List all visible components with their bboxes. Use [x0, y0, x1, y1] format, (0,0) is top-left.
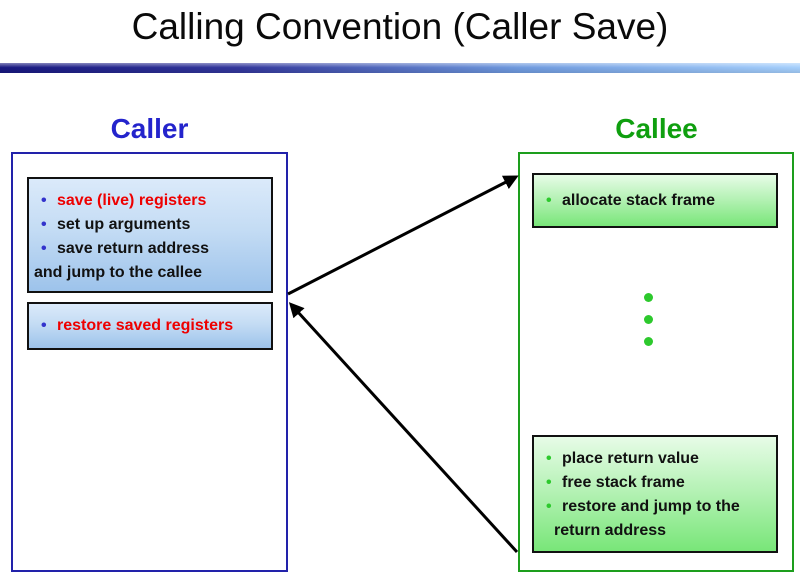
- ellipsis-dot-icon: [644, 337, 653, 346]
- return-arrow: [288, 302, 519, 554]
- callee-allocate-box: • allocate stack frame: [532, 173, 778, 228]
- ellipsis-dot-icon: [644, 293, 653, 302]
- ellipsis-dot-icon: [644, 315, 653, 324]
- step-line-continuation: and jump to the callee: [34, 261, 267, 285]
- step-text: free stack frame: [562, 474, 685, 491]
- step-line-continuation: return address: [554, 519, 774, 543]
- caller-restore-box: • restore saved registers: [27, 302, 273, 350]
- step-text: restore saved registers: [57, 317, 234, 334]
- step-text: and jump to the callee: [34, 264, 203, 281]
- bullet-icon: •: [41, 216, 47, 233]
- bullet-icon: •: [41, 192, 47, 209]
- step-text: return address: [554, 522, 667, 539]
- caller-steps-box: • save (live) registers • set up arguments…: [27, 177, 273, 293]
- step-text: allocate stack frame: [562, 191, 715, 209]
- page-title: Calling Convention (Caller Save): [131, 6, 669, 47]
- step-text: set up arguments: [57, 216, 191, 233]
- bullet-icon: •: [41, 317, 47, 334]
- title-divider-rule: [0, 63, 800, 73]
- bullet-icon: •: [546, 474, 552, 491]
- step-text: place return value: [562, 450, 699, 467]
- step-text: save return address: [57, 240, 210, 257]
- step-line: • place return value: [546, 447, 774, 471]
- step-line: • restore saved registers: [41, 314, 233, 338]
- step-line: • free stack frame: [546, 471, 774, 495]
- callee-label: Callee: [615, 113, 698, 144]
- bullet-icon: •: [41, 240, 47, 257]
- step-line: • set up arguments: [41, 213, 267, 237]
- callee-return-box: •place return value •free stack frame •r…: [532, 435, 778, 553]
- step-line: • allocate stack frame: [546, 189, 715, 213]
- ellipsis-dots: [644, 293, 653, 346]
- bullet-icon: •: [546, 498, 552, 515]
- step-text: restore and jump to the: [562, 498, 740, 515]
- bullet-icon: •: [546, 450, 552, 467]
- bullet-icon: •: [546, 191, 552, 209]
- call-arrow: [287, 175, 519, 296]
- caller-label: Caller: [110, 113, 189, 144]
- step-text: save (live) registers: [57, 192, 207, 209]
- step-line: • restore and jump to the: [546, 495, 774, 519]
- step-line: • save (live) registers: [41, 189, 267, 213]
- step-line: • save return address: [41, 237, 267, 261]
